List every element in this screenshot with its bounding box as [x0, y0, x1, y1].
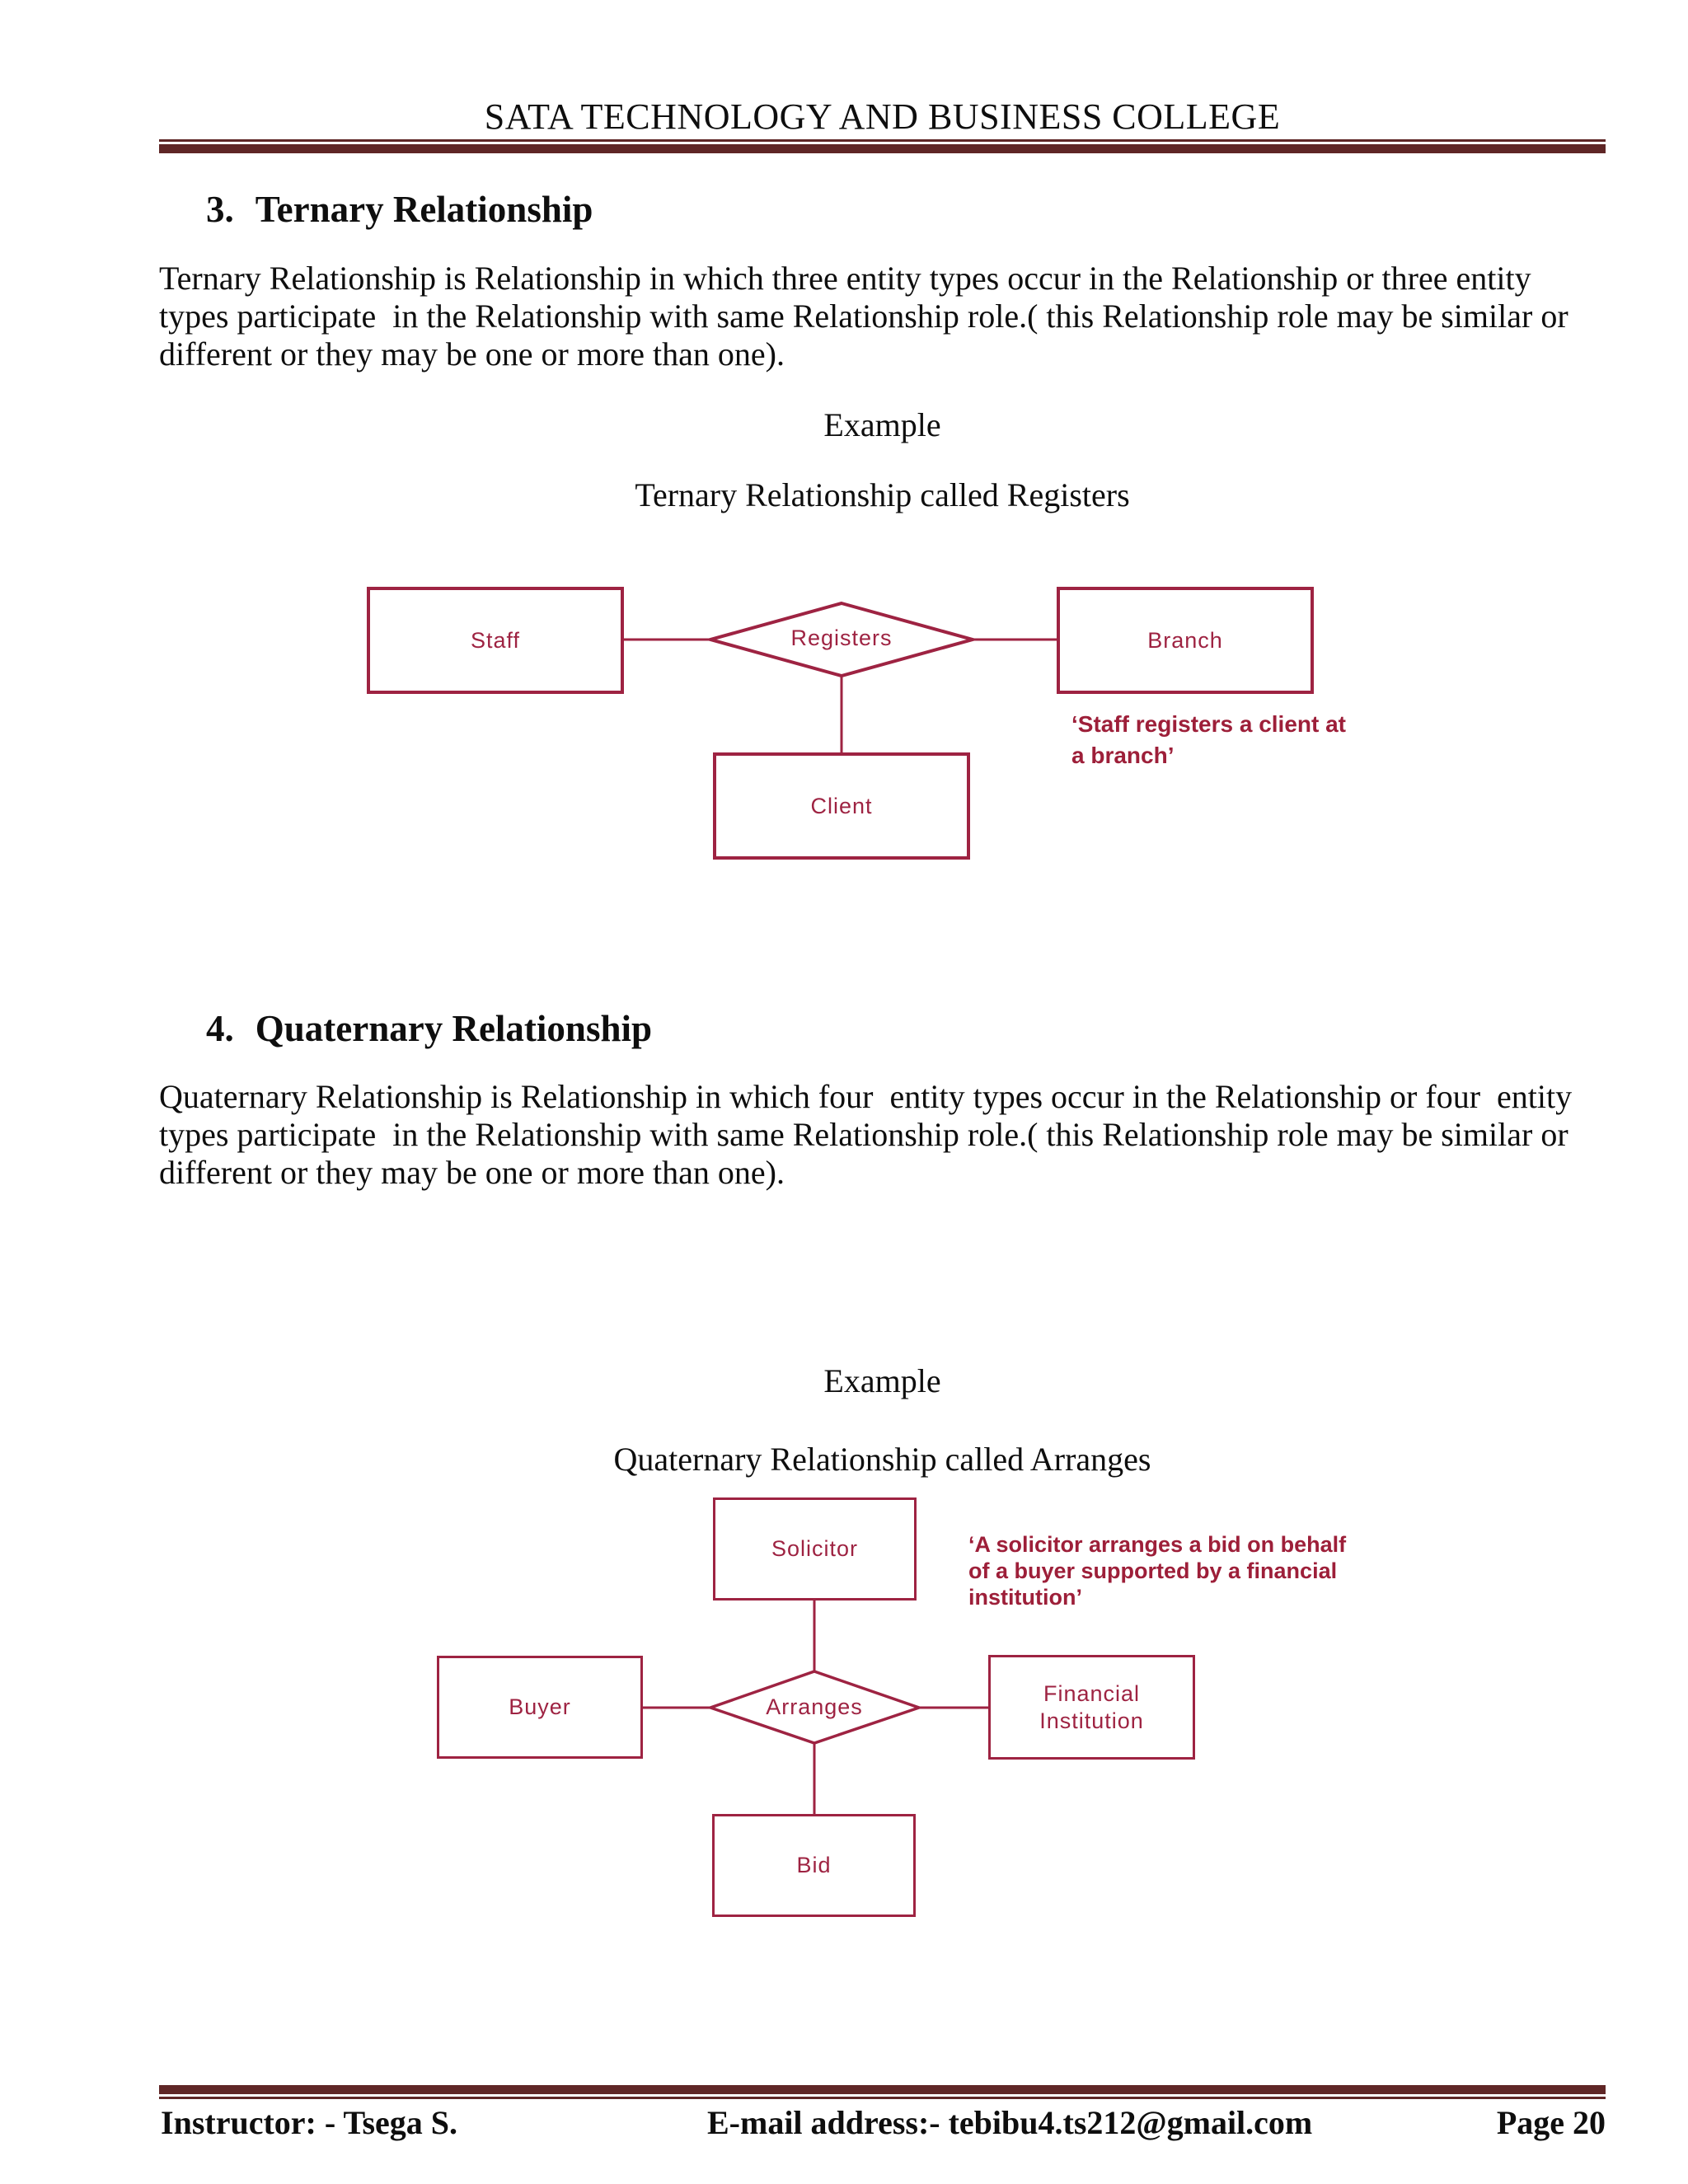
- entity-label-bid: Bid: [796, 1853, 832, 1877]
- paragraph-line: different or they may be one or more tha…: [159, 1154, 785, 1191]
- entity-box-bid: Bid: [712, 1814, 916, 1917]
- header-rule-thick: [159, 144, 1606, 153]
- footer-page-number: Page 20: [1496, 2104, 1606, 2141]
- page-title: SATA TECHNOLOGY AND BUSINESS COLLEGE: [484, 96, 1281, 137]
- example-label-2: Example: [823, 1362, 941, 1399]
- section-3-number: 3.: [206, 189, 234, 230]
- footer-email: E-mail address:- tebibu4.ts212@gmail.com: [707, 2104, 1313, 2141]
- diagram-2-annotation: ‘A solicitor arranges a bid on behalf of…: [968, 1531, 1346, 1610]
- diagram-1-caption: Ternary Relationship called Registers: [635, 476, 1130, 513]
- entity-box-branch: Branch: [1057, 587, 1314, 694]
- arranges-diamond-shape: [706, 1670, 924, 1745]
- entity-box-financial-institution: Financial Institution: [988, 1655, 1195, 1760]
- annotation-line: ‘Staff registers a client at: [1071, 711, 1347, 737]
- annotation-line: ‘A solicitor arranges a bid on behalf: [968, 1532, 1347, 1557]
- footer-rule-thin: [159, 2097, 1606, 2099]
- footer-instructor: Instructor: - Tsega S.: [161, 2104, 458, 2141]
- diagram-1-annotation: ‘Staff registers a client at a branch’: [1071, 709, 1346, 771]
- header-rule-thin: [159, 139, 1606, 142]
- quaternary-diagram-lines: [643, 1601, 988, 1814]
- diagram-2-caption: Quaternary Relationship called Arranges: [613, 1441, 1151, 1478]
- section-3-heading: 3. Ternary Relationship: [206, 188, 593, 231]
- registers-diamond-shape: [704, 601, 979, 678]
- entity-label-solicitor: Solicitor: [771, 1536, 859, 1561]
- ternary-diagram-lines: [624, 601, 1057, 752]
- section-3-title: Ternary Relationship: [255, 189, 593, 230]
- section-4-paragraph: Quaternary Relationship is Relationship …: [159, 1078, 1643, 1192]
- annotation-line: a branch’: [1071, 743, 1175, 768]
- quaternary-er-diagram: Solicitor Buyer Financial Institution Bi…: [437, 1492, 1195, 1920]
- entity-label-financial: Financial: [1043, 1680, 1141, 1706]
- entity-box-buyer: Buyer: [437, 1656, 643, 1759]
- annotation-line: of a buyer supported by a financial: [968, 1558, 1338, 1583]
- example-label-1: Example: [823, 406, 941, 443]
- paragraph-line: types participate in the Relationship wi…: [159, 1116, 1568, 1153]
- paragraph-line: Quaternary Relationship is Relationship …: [159, 1078, 1573, 1115]
- entity-label-client: Client: [810, 793, 873, 818]
- entity-label-buyer: Buyer: [509, 1694, 571, 1719]
- section-4-heading: 4. Quaternary Relationship: [206, 1007, 652, 1050]
- entity-label-staff: Staff: [470, 627, 521, 653]
- paragraph-line: Ternary Relationship is Relationship in …: [159, 260, 1531, 297]
- annotation-line: institution’: [968, 1585, 1082, 1610]
- entity-box-staff: Staff: [367, 587, 624, 694]
- entity-box-client: Client: [713, 752, 970, 860]
- relationship-label-registers: Registers: [790, 626, 893, 650]
- entity-box-solicitor: Solicitor: [713, 1497, 917, 1601]
- section-4-title: Quaternary Relationship: [255, 1008, 653, 1049]
- paragraph-line: different or they may be one or more tha…: [159, 335, 785, 373]
- paragraph-line: types participate in the Relationship wi…: [159, 298, 1568, 335]
- section-3-paragraph: Ternary Relationship is Relationship in …: [159, 260, 1643, 373]
- entity-label-branch: Branch: [1147, 627, 1223, 653]
- footer-rule-thick: [159, 2085, 1606, 2094]
- relationship-label-arranges: Arranges: [766, 1694, 863, 1719]
- ternary-er-diagram: Staff Branch Client Registers: [367, 573, 1315, 861]
- entity-label-institution: Institution: [1039, 1708, 1144, 1733]
- section-4-number: 4.: [206, 1008, 234, 1049]
